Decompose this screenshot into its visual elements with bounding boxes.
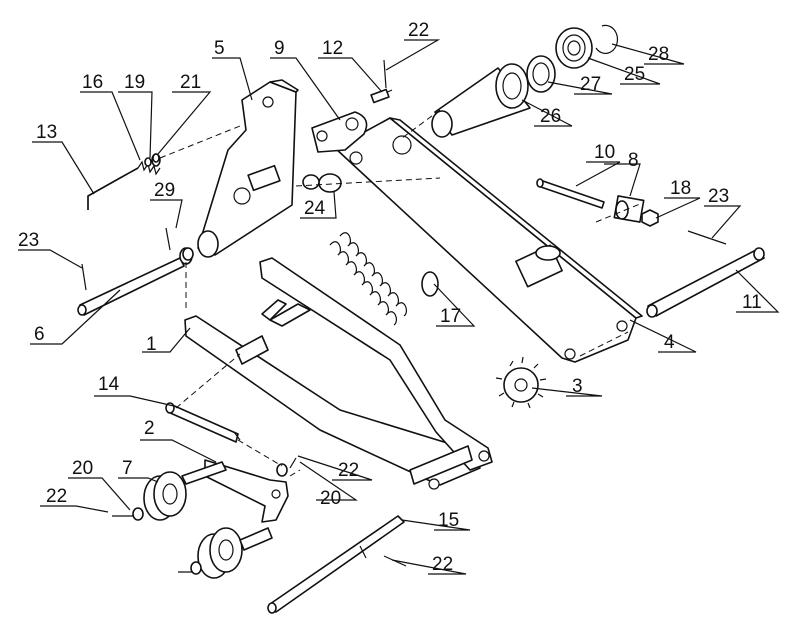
callout-20-left: 20 bbox=[72, 458, 93, 479]
part-wheel-7-upper bbox=[143, 471, 187, 521]
callout-19: 19 bbox=[124, 72, 145, 93]
part-clip-24 bbox=[302, 173, 342, 193]
part-pin-14 bbox=[165, 402, 239, 443]
part-nut-18 bbox=[641, 209, 659, 227]
callout-2: 2 bbox=[144, 418, 155, 439]
callout-4: 4 bbox=[664, 332, 675, 353]
callout-14: 14 bbox=[98, 374, 120, 395]
callout-23-left: 23 bbox=[18, 230, 39, 251]
callout-1: 1 bbox=[146, 334, 157, 355]
part-bracket-2 bbox=[181, 459, 289, 523]
callout-22-top: 22 bbox=[408, 20, 429, 41]
part-bracket-9 bbox=[311, 111, 368, 153]
callout-7: 7 bbox=[122, 458, 133, 479]
callout-22-left: 22 bbox=[46, 486, 67, 507]
callout-18: 18 bbox=[670, 178, 691, 199]
callout-11: 11 bbox=[742, 292, 762, 313]
callout-28: 28 bbox=[648, 44, 669, 65]
callout-27: 27 bbox=[580, 74, 601, 95]
callout-3: 3 bbox=[572, 376, 583, 397]
part-bearing-25 bbox=[555, 27, 593, 69]
part-arm-4 bbox=[334, 117, 643, 363]
callout-13: 13 bbox=[36, 122, 57, 143]
part-rod-11 bbox=[646, 247, 765, 318]
callout-5: 5 bbox=[214, 38, 225, 59]
part-frame-1 bbox=[184, 257, 493, 490]
part-sprocket-3 bbox=[495, 356, 547, 409]
hardware-small bbox=[81, 59, 727, 575]
callout-15: 15 bbox=[438, 510, 459, 531]
part-plate-5 bbox=[197, 79, 299, 258]
callout-20-mid: 20 bbox=[320, 488, 341, 509]
callout-24: 24 bbox=[304, 198, 326, 219]
callout-25: 25 bbox=[624, 64, 645, 85]
part-snap-ring-28 bbox=[595, 24, 619, 54]
part-handle-13 bbox=[87, 167, 139, 210]
callout-21: 21 bbox=[180, 72, 201, 93]
part-spring-17 bbox=[329, 232, 439, 326]
callout-17: 17 bbox=[440, 306, 461, 327]
callout-29: 29 bbox=[154, 180, 175, 201]
callout-labels: 5 9 12 22 16 19 21 13 29 23 6 1 14 2 20 … bbox=[18, 20, 762, 575]
callout-12: 12 bbox=[322, 38, 343, 59]
callout-26: 26 bbox=[540, 106, 561, 127]
callout-23-right: 23 bbox=[708, 186, 729, 207]
callout-22-bottom: 22 bbox=[432, 554, 453, 575]
callout-16: 16 bbox=[82, 72, 103, 93]
part-pin-12 bbox=[370, 88, 393, 104]
part-shaft-10 bbox=[536, 178, 605, 209]
part-wheel-7-lower bbox=[197, 527, 273, 579]
callout-10: 10 bbox=[594, 142, 615, 163]
part-sleeve-26 bbox=[431, 63, 531, 138]
callout-leaders bbox=[18, 39, 780, 575]
callout-8: 8 bbox=[628, 150, 639, 171]
callout-9: 9 bbox=[274, 38, 285, 59]
assembly-lines bbox=[159, 109, 641, 477]
part-pin-6 bbox=[77, 247, 193, 316]
part-washer-27 bbox=[526, 55, 556, 93]
callout-6: 6 bbox=[34, 324, 45, 345]
part-rod-15 bbox=[267, 515, 405, 614]
callout-22-mid: 22 bbox=[338, 460, 359, 481]
